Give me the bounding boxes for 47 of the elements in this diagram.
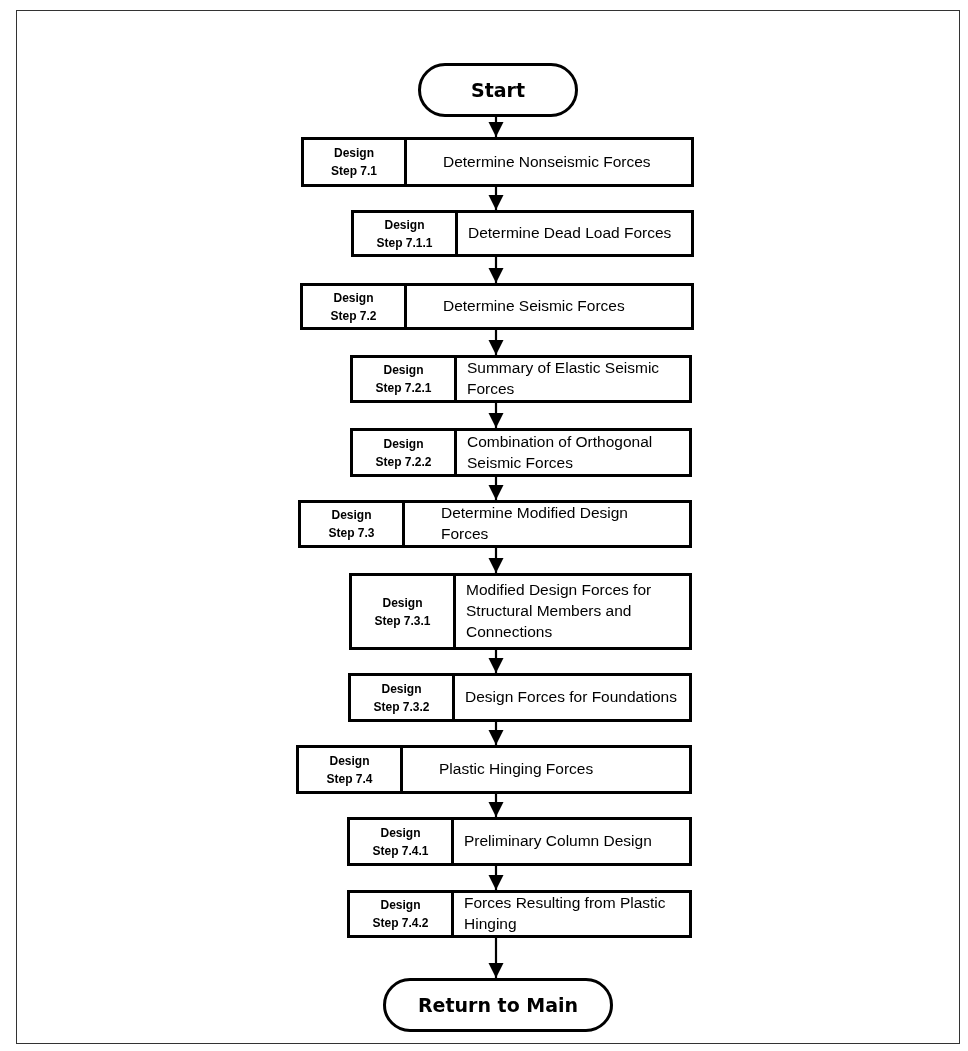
step-title: Determine Nonseismic Forces <box>442 151 652 172</box>
process-box <box>349 573 692 650</box>
step-number: Design Step 7.1.1 <box>354 213 458 254</box>
step-title: Design Forces for Foundations <box>464 687 678 708</box>
process-box <box>350 355 692 403</box>
step-title: Modified Design Forces for Structural Members and Connections <box>465 580 653 642</box>
process-box <box>298 500 692 548</box>
step-title: Combination of Orthogonal Seismic Forces <box>466 431 654 473</box>
step-number: Design Step 7.1 <box>304 140 407 184</box>
step-number: Design Step 7.2.1 <box>353 358 457 400</box>
step-title: Plastic Hinging Forces <box>438 759 595 780</box>
arrow <box>488 722 504 745</box>
arrow <box>488 187 504 210</box>
step-title: Determine Seismic Forces <box>442 296 626 317</box>
step-number: Design Step 7.4.1 <box>350 820 454 863</box>
step-title: Preliminary Column Design <box>463 831 653 852</box>
process-box <box>300 283 694 330</box>
arrow <box>488 403 504 428</box>
step-number: Design Step 7.3 <box>301 503 405 545</box>
process-box <box>296 745 692 794</box>
process-box <box>347 890 692 938</box>
arrow <box>488 477 504 500</box>
arrow <box>488 117 504 137</box>
process-box <box>301 137 694 187</box>
step-title: Determine Modified Design Forces <box>440 503 629 544</box>
arrow <box>488 548 504 573</box>
process-box <box>351 210 694 257</box>
terminator-box: Return to Main <box>383 978 613 1032</box>
step-number: Design Step 7.3.2 <box>351 676 455 719</box>
arrow <box>488 330 504 355</box>
process-box <box>350 428 692 477</box>
step-number: Design Step 7.3.1 <box>352 576 456 647</box>
process-box <box>347 817 692 866</box>
arrow <box>488 938 504 978</box>
arrow <box>488 650 504 673</box>
step-title: Forces Resulting from Plastic Hinging <box>463 893 667 934</box>
step-number: Design Step 7.2 <box>303 286 407 327</box>
arrow <box>488 794 504 817</box>
arrow <box>488 866 504 890</box>
step-number: Design Step 7.4 <box>299 748 403 791</box>
step-number: Design Step 7.4.2 <box>350 893 454 935</box>
process-box <box>348 673 692 722</box>
step-title: Determine Dead Load Forces <box>467 223 673 244</box>
arrow <box>488 257 504 283</box>
step-title: Summary of Elastic Seismic Forces <box>466 358 661 399</box>
step-number: Design Step 7.2.2 <box>353 431 457 474</box>
terminator-box: Start <box>418 63 578 117</box>
